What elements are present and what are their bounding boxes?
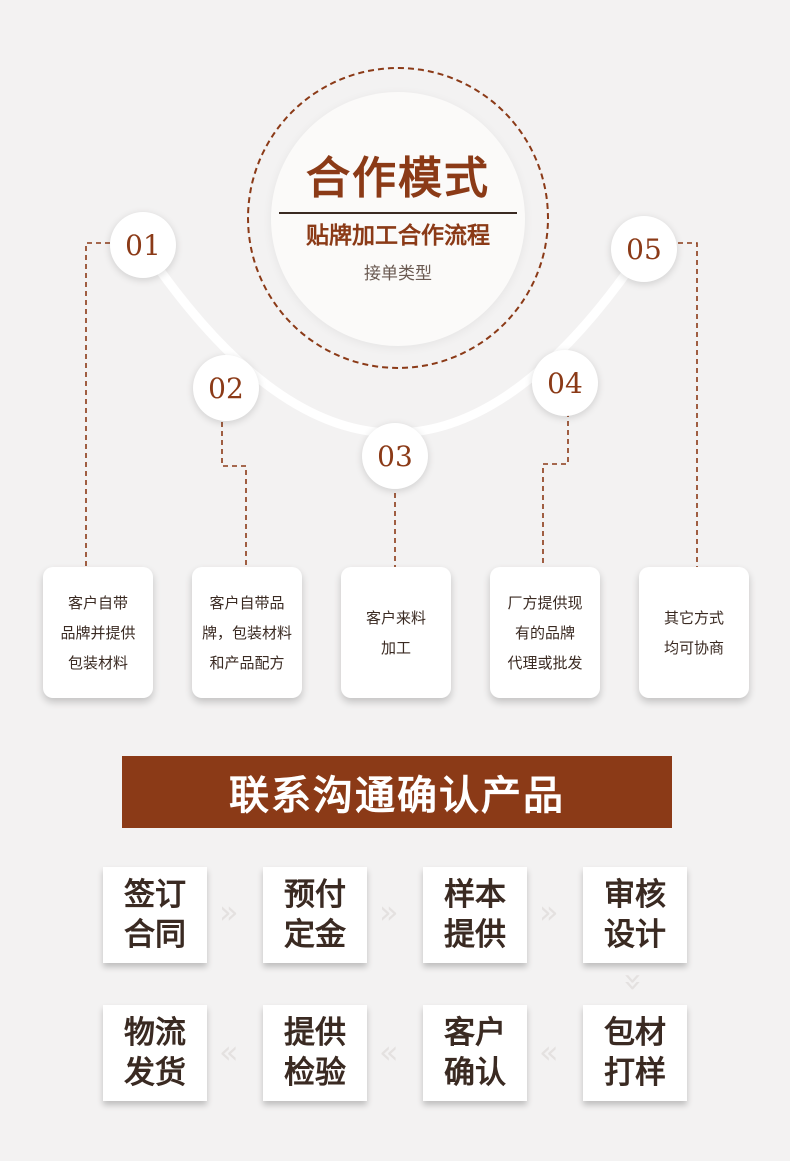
connector-01 bbox=[85, 242, 110, 568]
page-caption: 接单类型 bbox=[364, 264, 432, 284]
flow-step-sample: 样本 提供 bbox=[423, 867, 527, 963]
step-card-01: 客户自带 品牌并提供 包装材料 bbox=[43, 567, 153, 698]
flow-step-design-review: 审核 设计 bbox=[583, 867, 687, 963]
connector-05 bbox=[678, 242, 698, 568]
chevron-double-right-icon: » bbox=[379, 893, 399, 931]
flow-step-label: 物流 发货 bbox=[124, 1015, 186, 1091]
flow-step-inspection: 提供 检验 bbox=[263, 1005, 367, 1101]
step-number-01: 01 bbox=[110, 212, 176, 278]
step-number-05: 05 bbox=[611, 216, 677, 282]
chevron-double-left-icon: « bbox=[379, 1033, 399, 1071]
title-circle bbox=[271, 92, 525, 346]
step-card-03: 客户来料 加工 bbox=[341, 567, 451, 698]
flow-step-label: 包材 打样 bbox=[604, 1015, 666, 1091]
step-number-03: 03 bbox=[362, 423, 428, 489]
chevron-double-down-icon: » bbox=[614, 972, 653, 992]
flow-step-label: 样本 提供 bbox=[444, 877, 506, 953]
title-divider bbox=[279, 212, 517, 214]
flow-step-packaging-proof: 包材 打样 bbox=[583, 1005, 687, 1101]
step-number-02: 02 bbox=[193, 355, 259, 421]
step-card-text: 客户自带 品牌并提供 包装材料 bbox=[60, 593, 136, 672]
chevron-double-right-icon: » bbox=[539, 893, 559, 931]
step-card-05: 其它方式 均可协商 bbox=[639, 567, 749, 698]
step-card-text: 厂方提供现 有的品牌 代理或批发 bbox=[507, 593, 583, 672]
chevron-double-left-icon: « bbox=[539, 1033, 559, 1071]
step-card-text: 客户自带品 牌，包装材料 和产品配方 bbox=[201, 593, 292, 672]
flow-step-label: 客户 确认 bbox=[444, 1015, 506, 1091]
flow-step-label: 签订 合同 bbox=[124, 877, 186, 953]
chevron-double-right-icon: » bbox=[219, 893, 239, 931]
step-card-text: 客户来料 加工 bbox=[365, 608, 426, 657]
page-subtitle: 贴牌加工合作流程 bbox=[306, 222, 490, 249]
step-card-04: 厂方提供现 有的品牌 代理或批发 bbox=[490, 567, 600, 698]
flow-step-shipping: 物流 发货 bbox=[103, 1005, 207, 1101]
page-title: 合作模式 bbox=[306, 153, 490, 204]
section-banner: 联系沟通确认产品 bbox=[122, 756, 672, 828]
flow-step-label: 提供 检验 bbox=[284, 1015, 346, 1091]
connector-04 bbox=[542, 412, 569, 568]
chevron-double-left-icon: « bbox=[219, 1033, 239, 1071]
flow-step-label: 预付 定金 bbox=[284, 877, 346, 953]
flow-step-client-confirm: 客户 确认 bbox=[423, 1005, 527, 1101]
flow-step-sign-contract: 签订 合同 bbox=[103, 867, 207, 963]
flow-step-deposit: 预付 定金 bbox=[263, 867, 367, 963]
step-number-04: 04 bbox=[532, 350, 598, 416]
step-card-text: 其它方式 均可协商 bbox=[663, 608, 724, 657]
step-card-02: 客户自带品 牌，包装材料 和产品配方 bbox=[192, 567, 302, 698]
flow-step-label: 审核 设计 bbox=[604, 877, 666, 953]
connector-02 bbox=[221, 413, 247, 568]
